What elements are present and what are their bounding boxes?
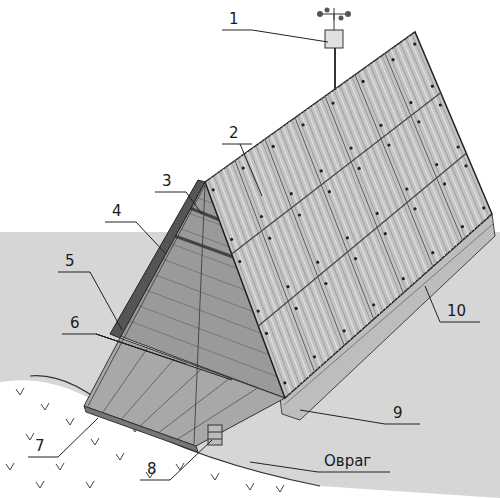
callout-number: 10 <box>447 302 466 320</box>
left-roof-edge <box>110 180 205 338</box>
callout-number: 2 <box>229 124 239 142</box>
callout-number: 7 <box>35 437 45 455</box>
rope <box>88 185 205 406</box>
rope <box>194 185 205 444</box>
sensor-box <box>325 30 343 48</box>
deck-front-board <box>84 406 198 452</box>
callout-number: 6 <box>70 314 80 332</box>
callout-number: 1 <box>229 10 239 28</box>
deck <box>84 338 285 446</box>
mast <box>334 48 336 90</box>
roof-panel <box>205 32 492 398</box>
callout-number: 3 <box>162 172 172 190</box>
callout-number: 5 <box>65 252 75 270</box>
callout-number: 9 <box>393 404 403 422</box>
place-label: Овраг <box>324 452 371 470</box>
callout-number: 8 <box>147 460 157 478</box>
roof-sheets <box>208 34 489 395</box>
callout-number: 4 <box>112 202 122 220</box>
leader-lines <box>28 30 480 480</box>
